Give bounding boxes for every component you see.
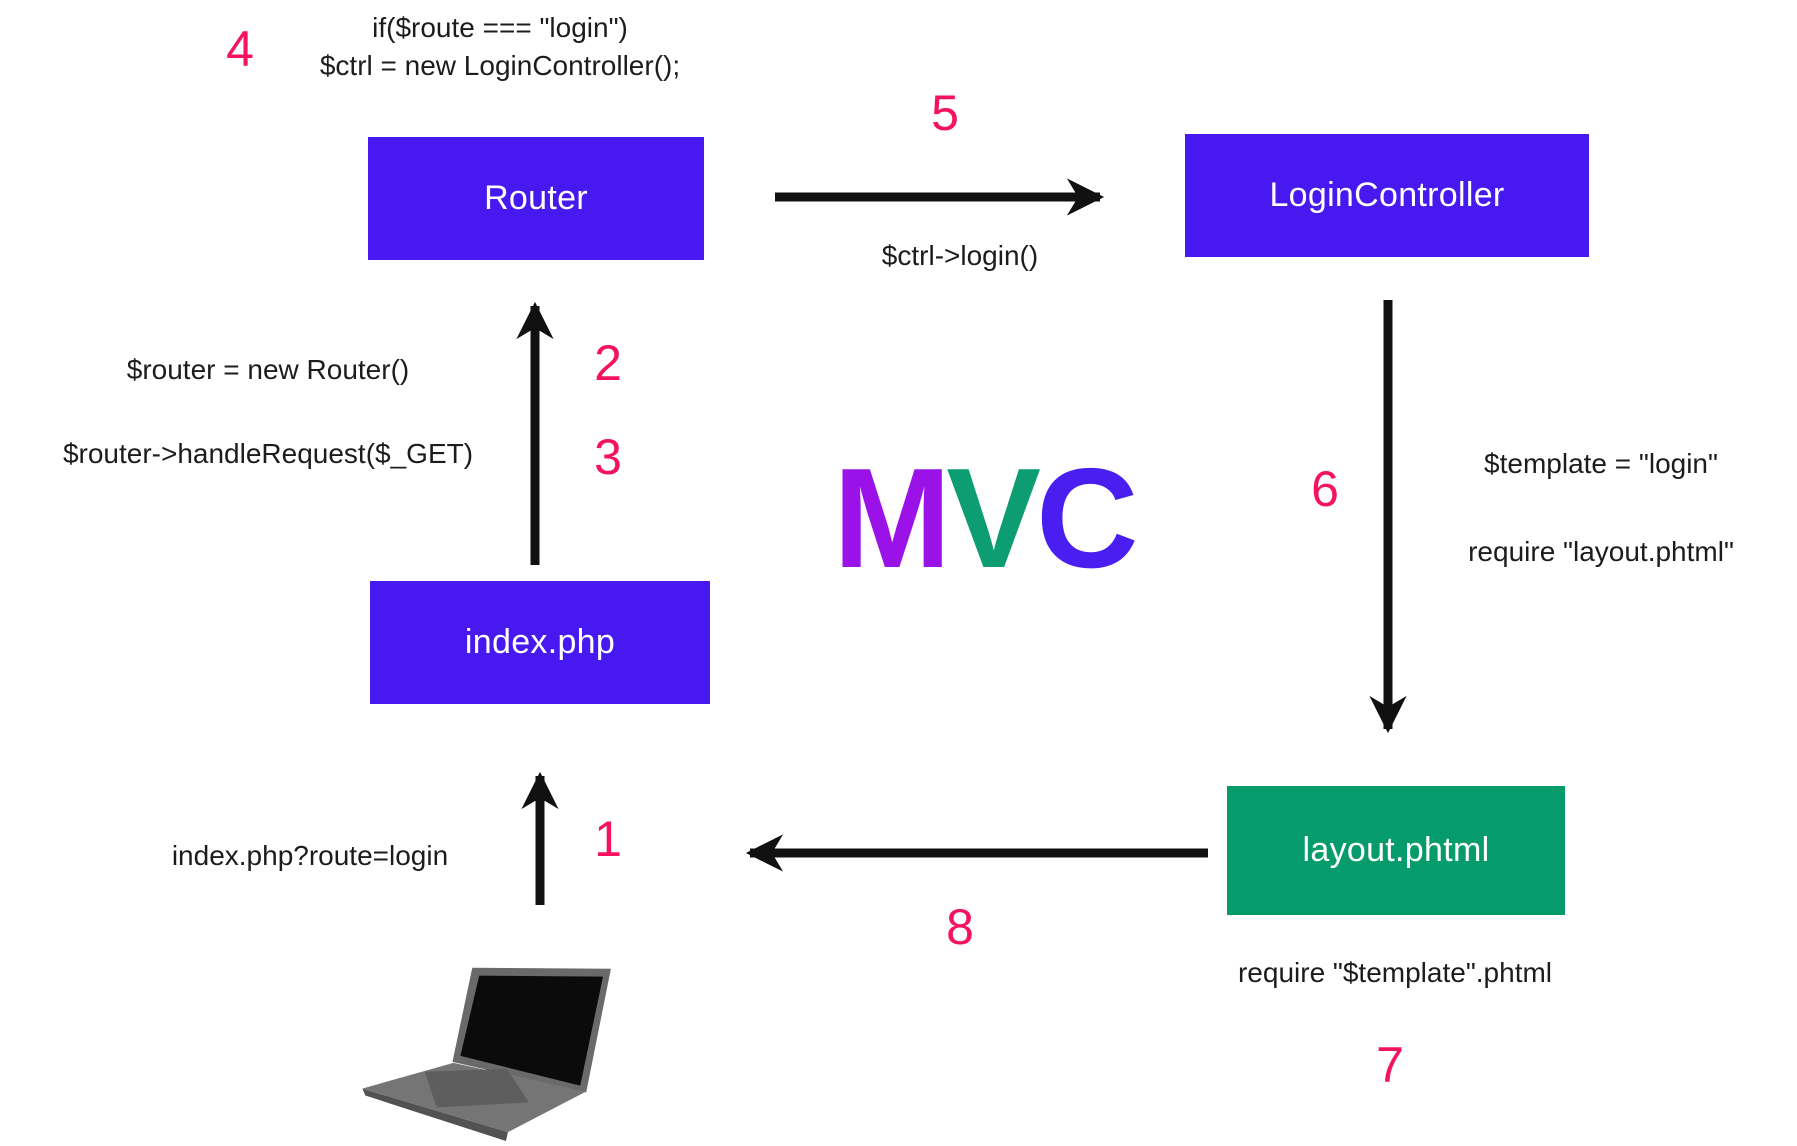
laptop-base-shadow: [362, 1088, 508, 1142]
logo-letter-m: M: [833, 439, 951, 598]
node-login-controller: LoginController: [1185, 134, 1589, 257]
annotation-router-create-line2: $router->handleRequest($_GET): [62, 438, 474, 469]
step-3-label: 3: [594, 429, 622, 485]
annotation-route-check-line2: $ctrl = new LoginController();: [319, 50, 681, 81]
annotation-router-create: $router = new Router() $router->handleRe…: [8, 352, 528, 472]
node-index-php: index.php: [370, 581, 710, 704]
mvc-logo: M V C: [833, 439, 1139, 598]
step-8-label: 8: [946, 899, 974, 955]
step-2-label: 2: [594, 335, 622, 391]
logo-letter-c: C: [1036, 439, 1139, 598]
annotation-ctrl-login: $ctrl->login(): [790, 238, 1130, 274]
step-1-label: 1: [594, 811, 622, 867]
annotation-ctrl-login-line: $ctrl->login(): [881, 240, 1039, 271]
logo-letter-v: V: [946, 439, 1041, 598]
node-layout-phtml-label: layout.phtml: [1302, 831, 1490, 869]
annotation-request-url: index.php?route=login: [95, 838, 525, 874]
annotation-require-template-line: require "$template".phtml: [1237, 957, 1553, 988]
step-7-label: 7: [1376, 1037, 1404, 1093]
laptop-trackpad: [424, 1068, 529, 1108]
annotation-require-template: require "$template".phtml: [1180, 955, 1610, 991]
laptop-screen: [460, 975, 603, 1086]
annotation-route-check: if($route === "login") $ctrl = new Login…: [300, 10, 700, 84]
annotation-template-line1: $template = "login": [1484, 448, 1718, 479]
node-login-controller-label: LoginController: [1269, 176, 1505, 214]
annotation-route-check-line1: if($route === "login"): [372, 12, 628, 43]
node-layout-phtml: layout.phtml: [1227, 786, 1565, 915]
step-4-label: 4: [226, 21, 254, 77]
step-5-label: 5: [931, 85, 959, 141]
node-router-label: Router: [484, 179, 588, 217]
laptop-icon: [362, 967, 611, 1142]
annotation-router-create-line1: $router = new Router(): [126, 354, 410, 385]
step-6-label: 6: [1311, 461, 1339, 517]
annotation-request-url-line: index.php?route=login: [171, 840, 449, 871]
annotation-template: $template = "login" require "layout.phtm…: [1405, 446, 1797, 570]
annotation-template-line2: require "layout.phtml": [1468, 536, 1734, 567]
node-index-php-label: index.php: [464, 623, 616, 661]
node-router: Router: [368, 137, 704, 260]
